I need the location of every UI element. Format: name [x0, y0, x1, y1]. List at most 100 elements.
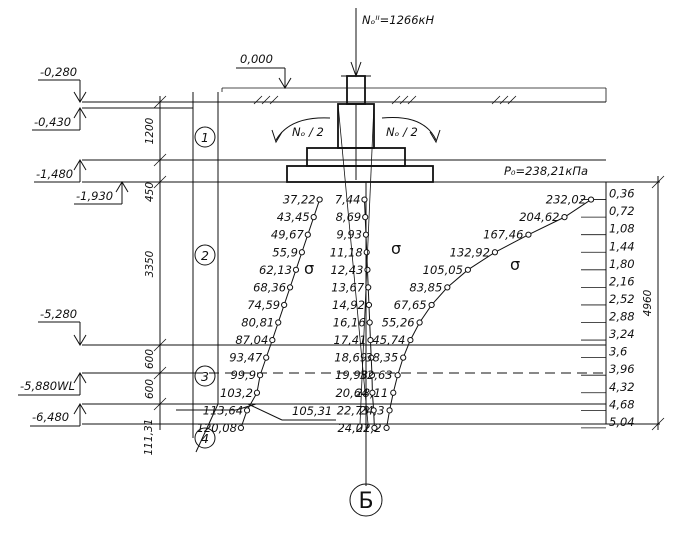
sigma-zy-label: 19,98	[335, 368, 368, 382]
elevation-label: -0,280	[40, 65, 77, 79]
thickness-label: 600	[144, 379, 156, 399]
sigma-zy-point	[366, 319, 373, 326]
sigma-zg-point	[256, 372, 264, 379]
sigma-zg-label: 43,45	[277, 210, 310, 224]
section-mark-label: Б	[358, 489, 373, 514]
elevation-label: -1,480	[36, 167, 73, 181]
depth-mark: 0,72	[609, 204, 635, 218]
thickness-label: 1200	[144, 117, 156, 144]
sigma-zp-point	[390, 389, 397, 396]
sigma-zg-point	[243, 407, 251, 414]
sigma-zp-point	[407, 336, 414, 344]
sigma-zp-point	[400, 354, 407, 361]
sigma-zp-label: 38,35	[365, 351, 398, 365]
sigma-zp-label: 24,3	[359, 403, 385, 417]
sigma-zg-label: 87,04	[235, 333, 268, 347]
sigma-zp-point	[394, 372, 401, 379]
depth-ticks: 0,360,721,081,441,802,162,522,883,243,63…	[581, 187, 635, 429]
sigma-zy-point	[367, 336, 374, 344]
sigma-zg-label: 74,59	[247, 298, 280, 312]
sigma-zy-label: 24,02	[337, 421, 370, 435]
sigma-zy-label: 12,43	[331, 263, 364, 277]
sigma-zy-point	[362, 214, 369, 221]
sigma-zp-point	[561, 214, 568, 221]
ground-level-label: 0,000	[240, 52, 273, 66]
sigma-zg-point	[281, 301, 288, 309]
sigma-zy-label: 13,67	[331, 280, 365, 294]
sigma-zg-label: 68,36	[253, 280, 286, 294]
elevation-markers: -0,280 -0,430 -1,480 -1,930 -5,280 -5,88…	[18, 65, 129, 427]
ground-hatching	[253, 95, 517, 105]
layer-number: 3	[201, 369, 209, 384]
sigma-zg-label: 80,81	[241, 316, 274, 330]
thickness-label: 3350	[144, 250, 156, 277]
sigma-zg-label: 49,67	[271, 228, 305, 242]
half-load-left-label: Nₒ / 2	[292, 125, 324, 139]
elevation-label: -5,280	[40, 307, 77, 321]
layer-number: 4	[201, 431, 209, 446]
sigma-zg-point	[310, 214, 317, 221]
sigma-zg-label: 103,2	[220, 386, 253, 400]
depth-mark: 2,16	[609, 274, 635, 288]
sigma-zy-label: 17,41	[334, 333, 367, 347]
sigma-zy-point	[364, 266, 371, 273]
stress-curves	[237, 103, 595, 432]
depth-mark: 1,44	[609, 239, 635, 253]
sigma-zp-symbol: σ	[510, 255, 520, 274]
sigma-zy-label: 22,73	[337, 403, 370, 417]
half-load-arrows: Nₒ / 2 Nₒ / 2	[271, 116, 441, 144]
sigma-zp-point	[416, 319, 423, 326]
sigma-zp-label: 45,74	[372, 333, 405, 347]
sigma-zp-point	[587, 196, 595, 203]
sigma-zp-point	[525, 231, 532, 238]
layer-number: 2	[201, 248, 209, 263]
sigma-zg-point	[237, 424, 245, 432]
depth-scale: 4960	[605, 175, 665, 431]
sigma-zy-label: 14,92	[332, 298, 365, 312]
sigma-zp-point	[428, 301, 435, 309]
sigma-zg-symbol: σ	[304, 259, 314, 278]
load-label: Nₒᴵᴵ=1266кН	[362, 13, 434, 27]
section-mark: Б	[349, 483, 383, 517]
elevation-label: -0,430	[34, 115, 71, 129]
sigma-zy-label: 20,64	[335, 386, 368, 400]
sigma-zy-point	[365, 301, 373, 309]
bottom-labels: 111,31 105,31	[143, 403, 336, 455]
sigma-zg-point	[275, 319, 282, 326]
sigma-zp-label: 83,85	[409, 280, 442, 294]
sigma-zp-label: 167,46	[483, 228, 523, 242]
sigma-zy-point	[361, 196, 368, 203]
sigma-zy-label: 11,18	[330, 245, 363, 259]
sigma-zg-point	[304, 231, 311, 238]
layer-markers: 1 2 3 4	[194, 126, 216, 449]
sigma-zy-label: 7,44	[335, 193, 361, 207]
sigma-zp-point	[383, 424, 390, 432]
sigma-zg-point	[316, 196, 323, 203]
sigma-zy-symbol: σ	[391, 239, 401, 258]
layer-number: 1	[201, 130, 209, 145]
sigma-zg-point	[253, 389, 261, 396]
thickness-label: 450	[144, 182, 156, 202]
sigma-zy-point	[363, 249, 370, 256]
sigma-zy-point	[371, 424, 378, 432]
sigma-zp-label: 67,65	[394, 298, 427, 312]
sigma-symbols: σ σ σ	[304, 239, 520, 278]
sigma-zy-point	[368, 372, 376, 379]
sigma-zp-label: 21,2	[356, 421, 382, 435]
sigma-zg-label: 55,9	[272, 245, 298, 259]
depth-mark: 1,80	[609, 257, 635, 271]
sigma-zg-point	[298, 249, 305, 256]
mid-bottom-label: 105,31	[292, 404, 332, 418]
sigma-zy-point	[369, 389, 376, 396]
sigma-zy-label: 16,16	[333, 316, 366, 330]
depth-mark: 3,6	[609, 345, 627, 359]
sigma-zg-point	[286, 284, 294, 291]
sigma-zy-label: 9,93	[336, 228, 362, 242]
load-arrow: Nₒᴵᴵ=1266кН	[350, 8, 434, 78]
stress-boundary-line	[359, 103, 375, 425]
sigma-zg-point	[269, 336, 276, 344]
sigma-zg-label: 62,13	[259, 263, 292, 277]
depth-mark: 3,24	[609, 327, 635, 341]
sigma-zg-label: 93,47	[229, 351, 263, 365]
